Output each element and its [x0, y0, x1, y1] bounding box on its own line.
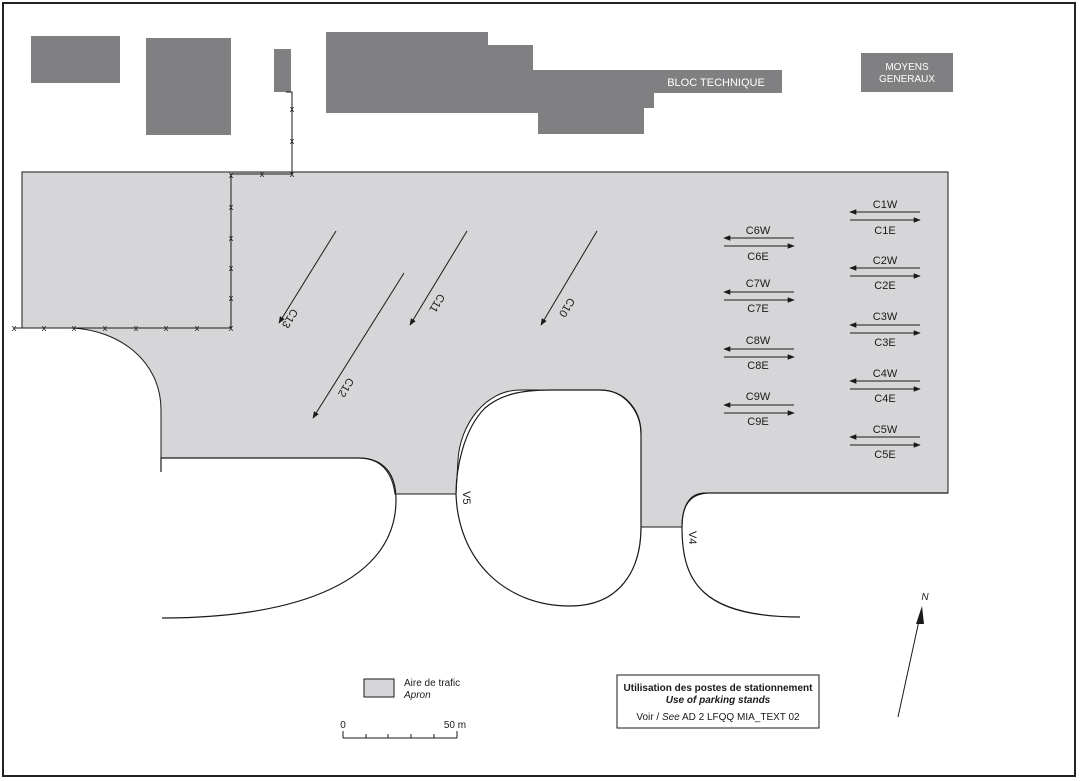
svg-text:x: x: [195, 323, 200, 333]
caption-box: [616, 674, 820, 729]
scale-bar: [342, 731, 458, 739]
stand-c9e-label: C9E: [747, 416, 768, 428]
north-arrow: N: [897, 592, 929, 718]
road-curve-right: [681, 492, 948, 618]
building-1: [31, 36, 120, 83]
stand-c12-arrow: [312, 272, 405, 419]
building-2: [146, 38, 231, 135]
stand-c9w-label: C9W: [746, 391, 771, 403]
stand-c2e-label: C2E: [874, 280, 895, 292]
stand-c7w-label: C7W: [746, 278, 771, 290]
scale-start-label: 0: [340, 720, 346, 731]
stand-c11-arrow: [409, 230, 468, 326]
caption-ref-see: See: [662, 712, 680, 723]
stand-c8e-label: C8E: [747, 360, 768, 372]
stand-c2w-label: C2W: [873, 255, 898, 267]
svg-text:x: x: [164, 323, 169, 333]
label-bloc-technique: BLOC TECHNIQUE: [667, 77, 765, 89]
scale-end-label: 50 m: [444, 720, 466, 731]
stand-c10-arrow: [540, 230, 598, 326]
caption-reference: Voir / See AD 2 LFQQ MIA_TEXT 02: [636, 712, 800, 723]
svg-text:x: x: [290, 169, 295, 179]
caption-title-fr: Utilisation des postes de stationnement: [624, 683, 814, 694]
stand-c6w-label: C6W: [746, 225, 771, 237]
caption-ref-voir: Voir /: [636, 712, 662, 723]
svg-text:x: x: [72, 323, 77, 333]
svg-text:x: x: [229, 170, 234, 180]
stand-c6e-label: C6E: [747, 251, 768, 263]
stand-c1w-label: C1W: [873, 199, 898, 211]
svg-text:x: x: [42, 323, 47, 333]
taxiway-v5-label: V5: [460, 491, 472, 504]
stand-c5e-label: C5E: [874, 449, 895, 461]
legend-apron-fr: Aire de trafic: [404, 678, 460, 689]
legend-apron-en: Apron: [403, 690, 431, 701]
fence: [14, 91, 293, 329]
building-moyens-generaux: [861, 53, 953, 92]
stand-c3e-label: C3E: [874, 337, 895, 349]
stand-c4e-label: C4E: [874, 393, 895, 405]
stands-middle: [723, 235, 795, 416]
caption-title-en: Use of parking stands: [666, 695, 771, 706]
label-moyens-generaux-2: GENERAUX: [879, 74, 935, 85]
roads: [160, 389, 948, 619]
stands-east: [849, 209, 921, 448]
svg-text:x: x: [12, 323, 17, 333]
taxiway-v4-label: V4: [686, 531, 698, 544]
road-curve-left: [160, 457, 397, 619]
stand-c7e-label: C7E: [747, 303, 768, 315]
buildings: [31, 32, 953, 135]
apron-area: [21, 171, 949, 528]
road-island-v5: [455, 389, 642, 607]
building-bloc-technique: [326, 32, 782, 134]
svg-text:x: x: [260, 169, 265, 179]
svg-text:x: x: [134, 323, 139, 333]
svg-text:x: x: [290, 136, 295, 146]
north-label: N: [921, 592, 929, 603]
label-moyens-generaux-1: MOYENS: [885, 62, 929, 73]
diagonal-stands: [278, 230, 598, 419]
svg-text:x: x: [229, 293, 234, 303]
svg-text:x: x: [229, 202, 234, 212]
stand-c1e-label: C1E: [874, 225, 895, 237]
stand-c8w-label: C8W: [746, 335, 771, 347]
svg-text:x: x: [229, 263, 234, 273]
svg-text:x: x: [229, 233, 234, 243]
stand-c13-arrow: [278, 230, 337, 324]
caption-ref-rest: AD 2 LFQQ MIA_TEXT 02: [680, 712, 800, 723]
building-3: [274, 49, 291, 92]
svg-text:x: x: [290, 104, 295, 114]
stand-c5w-label: C5W: [873, 424, 898, 436]
fence-markers: x x x x x x x x x x x x x x x x x: [12, 104, 295, 333]
svg-text:x: x: [103, 323, 108, 333]
svg-text:x: x: [229, 323, 234, 333]
stand-c4w-label: C4W: [873, 368, 898, 380]
stand-c3w-label: C3W: [873, 311, 898, 323]
legend-apron-swatch: [363, 678, 395, 698]
